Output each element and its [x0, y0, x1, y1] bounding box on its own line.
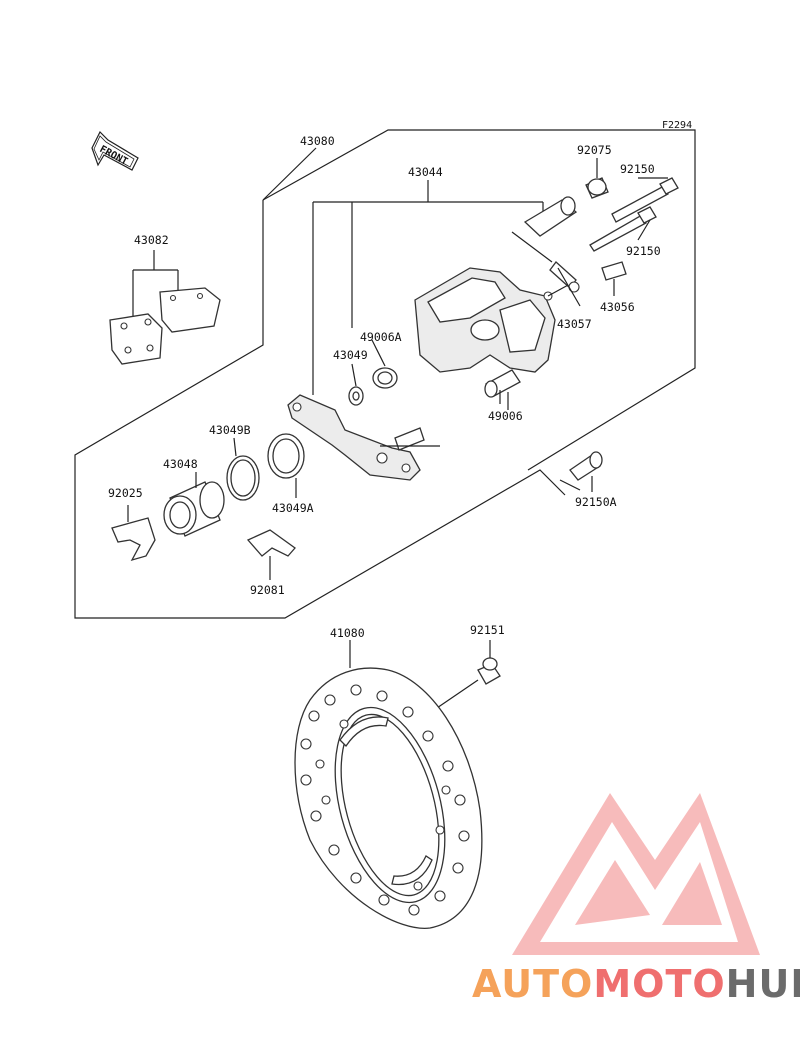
figure-code: F2294 [662, 120, 692, 131]
piston [163, 472, 225, 537]
label-43080: 43080 [300, 134, 335, 148]
watermark-auto: AUTO [472, 962, 593, 1006]
piston-seals [226, 433, 305, 501]
brake-disc [294, 640, 483, 929]
label-92150A: 92150A [575, 495, 617, 509]
brake-pads [109, 287, 221, 365]
label-43048: 43048 [163, 457, 198, 471]
pin-boot [511, 177, 609, 263]
caliper-body [414, 267, 571, 373]
bolt-49006 [484, 369, 521, 410]
leader-43082 [132, 250, 179, 316]
watermark-logo [512, 793, 760, 955]
bolt-92150A [569, 451, 603, 492]
watermark-moto: MOTO [593, 962, 725, 1006]
label-49006A: 49006A [360, 330, 402, 344]
label-43049: 43049 [333, 348, 368, 362]
part-labels: 43080 43044 92075 92150 92150 43082 4305… [108, 134, 661, 640]
svg-text:AUTOMOTOHUB: AUTOMOTOHUB [472, 962, 800, 1006]
label-92150-mid: 92150 [626, 244, 661, 258]
label-43049A: 43049A [272, 501, 314, 515]
label-49006: 49006 [488, 409, 523, 423]
label-43082: 43082 [134, 233, 169, 247]
label-41080: 41080 [330, 626, 365, 640]
label-43049B: 43049B [209, 423, 251, 437]
label-43044: 43044 [408, 165, 443, 179]
label-43057: 43057 [557, 317, 592, 331]
label-92025: 92025 [108, 486, 143, 500]
caliper-bracket [287, 394, 440, 481]
pad-clips [111, 505, 296, 580]
label-92081: 92081 [250, 583, 285, 597]
label-92150-top: 92150 [620, 162, 655, 176]
assembly-outline [74, 129, 696, 619]
watermark-text: AUTOMOTOHUB [472, 962, 800, 1006]
label-92151: 92151 [470, 623, 505, 637]
label-43056: 43056 [600, 300, 635, 314]
slide-pins [589, 177, 679, 252]
seals-washers [348, 339, 398, 406]
front-arrow-icon: FRONT [91, 130, 139, 171]
disc-bolt [433, 640, 501, 711]
bleeder-parts [549, 261, 627, 307]
leader-lines [499, 158, 668, 491]
watermark-hub: HUB [726, 962, 800, 1006]
label-92075: 92075 [577, 143, 612, 157]
